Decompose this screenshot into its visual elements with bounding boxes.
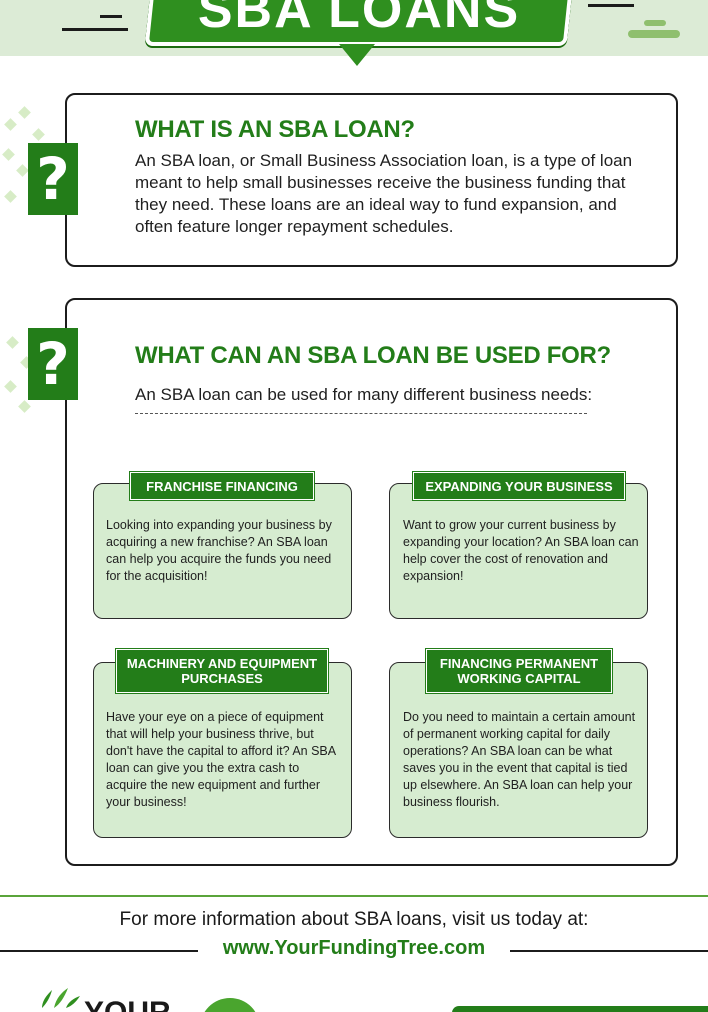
what-is-heading: WHAT IS AN SBA LOAN? [135,116,415,143]
card-machinery-equipment-title: MACHINERY AND EQUIPMENT PURCHASES [116,649,328,693]
card-franchise-financing [93,483,352,619]
uses-divider [135,413,587,414]
logo-leaves-icon [34,986,84,1012]
uses-intro: An SBA loan can be used for many differe… [135,385,593,404]
card-working-capital-title: FINANCING PERMANENT WORKING CAPITAL [426,649,612,693]
what-is-panel [65,93,678,267]
footer-cta-pill[interactable] [452,1006,708,1012]
footer-top-rule [0,895,708,897]
header-right-green-bar [628,30,680,38]
header-right-green-bar-small [644,20,666,26]
footer-url-rule-right [510,950,708,952]
logo-wordmark: YOUR [84,996,171,1012]
footer-url-rule-left [0,950,198,952]
footer-info-text: For more information about SBA loans, vi… [119,909,589,930]
card-machinery-equipment-body: Have your eye on a piece of equipment th… [106,710,336,809]
header-right-dash [588,4,634,7]
footer-url-link[interactable]: www.YourFundingTree.com [222,937,486,959]
question-mark-icon: ? [28,328,78,400]
title-pointer [339,44,375,66]
uses-heading: WHAT CAN AN SBA LOAN BE USED FOR? [135,342,611,369]
card-franchise-financing-body: Looking into expanding your business by … [106,518,332,583]
card-working-capital-body: Do you need to maintain a certain amount… [403,710,636,809]
header-left-dash-small [100,15,122,18]
card-franchise-financing-title: FRANCHISE FINANCING [130,472,314,500]
card-expanding-business [389,483,648,619]
header-left-dash [62,28,128,31]
card-expanding-business-body: Want to grow your current business by ex… [403,518,639,583]
question-mark-icon: ? [28,143,78,215]
page-title: SBA LOANS [197,0,521,39]
card-expanding-business-title: EXPANDING YOUR BUSINESS [413,472,625,500]
what-is-body: An SBA loan, or Small Business Associati… [135,151,633,236]
logo-tree-icon [200,998,260,1012]
